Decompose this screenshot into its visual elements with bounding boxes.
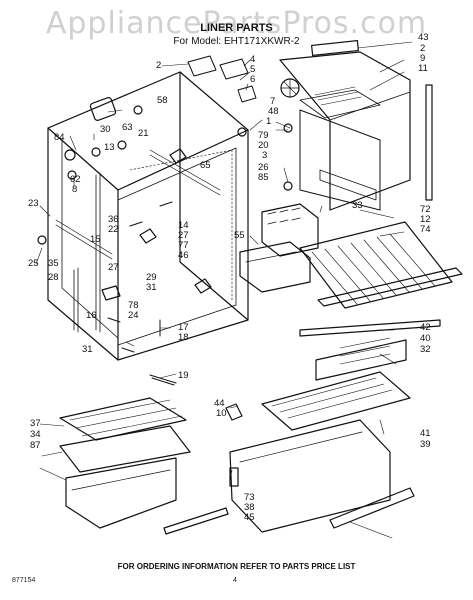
callout-27: 27 [178, 230, 189, 241]
callout-26: 26 [258, 162, 269, 173]
page-number: 4 [233, 577, 237, 584]
callout-58: 58 [157, 95, 168, 106]
callout-41: 41 [420, 428, 431, 439]
callout-16: 16 [86, 310, 97, 321]
callout-33: 33 [352, 200, 363, 211]
callout-8: 8 [72, 184, 77, 195]
callout-46: 46 [178, 250, 189, 261]
callout-31: 31 [146, 282, 157, 293]
callout-84: 84 [54, 132, 65, 143]
lower-shelves [225, 319, 441, 533]
callout-24: 24 [128, 310, 139, 321]
callout-62: 62 [70, 174, 81, 185]
callout-40: 40 [420, 333, 431, 344]
callout-37: 37 [30, 418, 41, 429]
callout-17: 17 [178, 322, 189, 333]
document-code: 877154 [12, 577, 36, 584]
callout-12: 12 [420, 214, 431, 225]
callout-79: 79 [258, 130, 269, 141]
callout-6: 6 [250, 74, 255, 85]
callout-55: 55 [234, 230, 245, 241]
callout-2: 2 [156, 60, 161, 71]
callout-44: 44 [214, 398, 225, 409]
callout-32: 32 [420, 344, 431, 355]
callout-73: 73 [244, 492, 255, 503]
callout-65: 65 [200, 160, 211, 171]
callout-9: 9 [420, 53, 425, 64]
callout-39: 39 [420, 439, 431, 450]
callout-30: 30 [100, 124, 111, 135]
callout-38: 38 [244, 502, 255, 513]
callout-20: 20 [258, 140, 269, 151]
callout-23: 23 [28, 198, 39, 209]
ice-tray-and-bin [239, 203, 319, 293]
callout-21: 21 [138, 128, 149, 139]
callout-77: 77 [178, 240, 189, 251]
callout-3: 3 [262, 150, 267, 161]
callout-36: 36 [108, 214, 119, 225]
callout-45: 45 [244, 512, 255, 523]
callout-42: 42 [420, 322, 431, 333]
callout-31: 31 [82, 344, 93, 355]
callout-7: 7 [270, 96, 275, 107]
callout-85: 85 [258, 172, 269, 183]
callout-15: 15 [90, 234, 101, 245]
footer-note: FOR ORDERING INFORMATION REFER TO PARTS … [117, 562, 356, 571]
callout-11: 11 [418, 63, 428, 74]
callout-48: 48 [268, 106, 279, 117]
callout-25: 25 [28, 258, 39, 269]
callout-5: 5 [250, 64, 255, 75]
callout-14: 14 [178, 220, 189, 231]
callout-1: 1 [266, 116, 271, 127]
callout-63: 63 [122, 122, 133, 133]
callout-78: 78 [128, 300, 139, 311]
crisper-drawers [59, 397, 229, 535]
callout-2: 2 [420, 43, 425, 54]
model-line: For Model: EHT171XKWR-2 [173, 36, 300, 47]
leader-lines [35, 41, 413, 539]
callout-72: 72 [420, 204, 431, 215]
callout-13: 13 [104, 142, 115, 153]
callout-28: 28 [48, 272, 59, 283]
callout-35: 35 [48, 258, 59, 269]
callout-74: 74 [420, 224, 431, 235]
callout-27: 27 [108, 262, 119, 273]
part-number-callouts: 43 2 9 11 2 4 5 6 7 48 1 58 63 30 21 84 … [28, 32, 431, 523]
callout-18: 18 [178, 332, 189, 343]
callout-19: 19 [178, 370, 189, 381]
callout-4: 4 [250, 54, 255, 65]
callout-10: 10 [216, 408, 227, 419]
callout-34: 34 [30, 429, 41, 440]
callout-43: 43 [418, 32, 429, 43]
liner-cabinet [37, 71, 249, 386]
diagram-title: LINER PARTS [200, 22, 273, 34]
callout-22: 22 [108, 224, 119, 235]
callout-29: 29 [146, 272, 157, 283]
callout-87: 87 [30, 440, 41, 451]
main-shelf [299, 221, 463, 309]
control-housing [187, 40, 433, 211]
